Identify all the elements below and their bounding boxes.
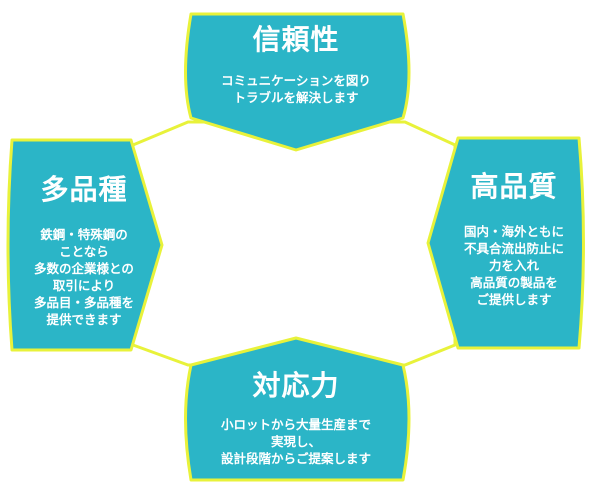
panel-bottom-shape bbox=[184, 336, 411, 482]
panel-quality: 高品質 国内・海外ともに 不具合流出防止に 力を入れ 高品質の製品を ご提供しま… bbox=[440, 173, 588, 308]
description-line: 鉄鋼・特殊鋼の bbox=[40, 227, 128, 242]
description-line: 実現し、 bbox=[270, 434, 321, 449]
description-line: 多品目・多品種を bbox=[33, 295, 134, 310]
panel-title: 多品種 bbox=[40, 173, 128, 206]
panel-variety: 多品種 鉄鋼・特殊鋼の ことなら 多数の企業様との 取引により 多品目・多品種を… bbox=[10, 176, 158, 328]
description-line: 取引により bbox=[52, 278, 116, 293]
panel-title: 高品質 bbox=[470, 170, 558, 203]
description-line: 力を入れ bbox=[488, 258, 539, 273]
panel-description: コミュニケーションを図り トラブルを解決します bbox=[185, 72, 407, 106]
panel-top-shape bbox=[184, 12, 411, 152]
description-line: ことなら bbox=[59, 244, 109, 259]
description-line: 提供できます bbox=[46, 312, 122, 327]
panel-description: 鉄鋼・特殊鋼の ことなら 多数の企業様との 取引により 多品目・多品種を 提供で… bbox=[10, 226, 158, 328]
panel-description: 小ロットから大量生産まで 実現し、 設計段階からご提案します bbox=[185, 416, 407, 467]
description-line: 小ロットから大量生産まで bbox=[220, 417, 371, 432]
description-line: 国内・海外ともに bbox=[463, 224, 564, 239]
description-line: 高品質の製品を bbox=[470, 275, 558, 290]
connector-ring bbox=[131, 120, 457, 367]
panel-right-shape bbox=[426, 136, 585, 350]
description-line: 多数の企業様との bbox=[34, 261, 134, 276]
panel-reliability: 信頼性 コミュニケーションを図り トラブルを解決します bbox=[185, 26, 407, 106]
description-line: ご提供します bbox=[476, 292, 552, 307]
panel-left-shape bbox=[6, 138, 164, 352]
panel-title: 信頼性 bbox=[252, 23, 340, 56]
description-line: 設計段階からご提案します bbox=[220, 451, 371, 466]
description-line: 不具合流出防止に bbox=[463, 241, 564, 256]
description-line: コミュニケーションを図り bbox=[221, 73, 371, 88]
description-line: トラブルを解決します bbox=[233, 90, 359, 105]
panel-description: 国内・海外ともに 不具合流出防止に 力を入れ 高品質の製品を ご提供します bbox=[440, 223, 588, 308]
panel-responsiveness: 対応力 小ロットから大量生産まで 実現し、 設計段階からご提案します bbox=[185, 372, 407, 467]
panel-title: 対応力 bbox=[252, 369, 340, 402]
